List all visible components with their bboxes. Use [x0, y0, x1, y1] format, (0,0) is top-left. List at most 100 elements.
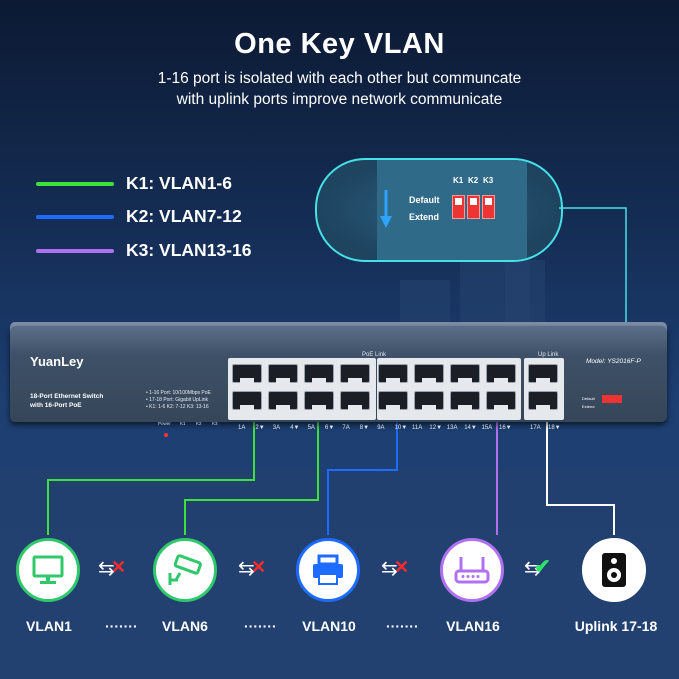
dip-switch-k3[interactable]: [482, 195, 495, 219]
ellipsis-separator: ·······: [386, 618, 419, 634]
vlan10-node: [296, 538, 360, 602]
port-number-label: 3A: [272, 425, 281, 431]
legend-line-blue: [36, 214, 114, 219]
power-led: [164, 433, 168, 437]
swap-arrows-icon: ⇆: [524, 558, 541, 580]
allowed-check-icon: ✔: [534, 556, 551, 578]
ethernet-port[interactable]: [340, 391, 370, 410]
vlan6-line: [184, 408, 319, 535]
ethernet-port[interactable]: [304, 364, 334, 383]
uplink-label: Up Link: [538, 352, 559, 358]
uplink-port[interactable]: [528, 364, 558, 383]
vlan1-line: [47, 408, 255, 535]
port-number-label: 4▼: [290, 425, 300, 431]
ethernet-port[interactable]: [414, 364, 444, 383]
router-icon: [454, 557, 490, 584]
port-number-label: 6▼: [325, 425, 335, 431]
page-subtitle: 1-16 port is isolated with each other bu…: [157, 70, 522, 108]
uplink-node: [582, 538, 646, 602]
arrow-down-icon: [380, 190, 392, 228]
port-number-label: 10▼: [394, 425, 408, 431]
ethernet-port[interactable]: [232, 391, 262, 410]
vlan6-node: [153, 538, 217, 602]
poe-link-label: PoE Link: [362, 352, 387, 358]
device-specs: • 1-16 Port: 10/100Mbps PoE • 17-18 Port…: [146, 390, 211, 410]
ellipsis-separator: ·······: [244, 618, 277, 634]
led-k2-label: K2: [196, 421, 202, 426]
blocked-x-icon: ✕: [111, 557, 127, 577]
dip-switch-k2[interactable]: [467, 195, 480, 219]
ethernet-port[interactable]: [232, 364, 262, 383]
vlan16-label: VLAN16: [446, 618, 500, 634]
ellipsis-separator: ·······: [105, 618, 138, 634]
dip-switch-zoom: Default Extend K1 K2 K3: [315, 158, 563, 262]
vlan10-line: [327, 408, 398, 535]
blocked-x-icon: ✕: [251, 557, 267, 577]
ethernet-port[interactable]: [268, 391, 298, 410]
port-number-label: 16▼: [499, 425, 512, 431]
device-name: 18-Port Ethernet Switch with 16-Port PoE: [30, 393, 104, 409]
led-k3-label: K3: [212, 421, 218, 426]
dip-key-k2: K2: [468, 176, 479, 185]
port-number-label: 2▼: [255, 425, 265, 431]
dip-extend-label: Extend: [409, 212, 440, 222]
ethernet-port[interactable]: [340, 364, 370, 383]
port-number-label: 18▼: [548, 425, 561, 431]
port-number-label: 12▼: [429, 425, 443, 431]
legend-line-purple: [36, 248, 114, 253]
device-dip-extend: Extend: [582, 404, 595, 409]
port-number-label: 13A: [446, 425, 458, 431]
dip-key-k1: K1: [453, 176, 464, 185]
dip-key-k3: K3: [483, 176, 494, 185]
vlan10-label: VLAN10: [302, 618, 356, 634]
swap-arrows-icon: ⇆: [238, 558, 255, 580]
ethernet-port[interactable]: [486, 364, 516, 383]
port-number-label: 1A: [238, 425, 246, 431]
swap-arrows-icon: ⇆: [381, 558, 398, 580]
port-number-label: 14▼: [464, 425, 477, 431]
ethernet-port[interactable]: [450, 364, 480, 383]
blocked-x-icon: ✕: [394, 557, 410, 577]
background-building: [505, 260, 545, 330]
printer-icon: [313, 554, 343, 585]
port-number-label: 8▼: [359, 425, 370, 431]
uplink-node-label: Uplink 17-18: [574, 618, 658, 634]
ethernet-port[interactable]: [304, 391, 334, 410]
vlan16-node: [440, 538, 504, 602]
device-dip-switch[interactable]: [602, 395, 622, 403]
ethernet-port[interactable]: [378, 391, 408, 410]
legend-line-green: [36, 181, 114, 186]
device-dip-default: Default: [582, 396, 595, 401]
monitor-icon: [32, 555, 64, 584]
dip-switch-k1[interactable]: [452, 195, 465, 219]
uplink-port[interactable]: [528, 391, 558, 410]
vlan1-label: VLAN1: [26, 618, 72, 634]
dip-default-label: Default: [409, 195, 440, 205]
port-number-label: 5A: [307, 425, 315, 431]
led-power-label: Power: [158, 421, 171, 426]
ethernet-port[interactable]: [486, 391, 516, 410]
model-number: Model: YS2016F-P: [586, 358, 641, 365]
ethernet-port[interactable]: [378, 364, 408, 383]
speaker-icon: [602, 553, 626, 587]
vlan1-node: [16, 538, 80, 602]
ethernet-port[interactable]: [414, 391, 444, 410]
legend-item-k3: K3: VLAN13-16: [36, 240, 251, 261]
brand-logo: YuanLey: [30, 354, 84, 369]
led-k1-label: K1: [180, 421, 186, 426]
legend-item-k1: K1: VLAN1-6: [36, 173, 232, 194]
port-number-label: 11A: [412, 425, 423, 431]
page-title: One Key VLAN: [234, 28, 445, 60]
background-building: [400, 280, 450, 330]
port-number-label: 15A: [481, 425, 493, 431]
ethernet-port[interactable]: [450, 391, 480, 410]
legend-item-k2: K2: VLAN7-12: [36, 206, 242, 227]
port-number-label: 7A: [342, 425, 350, 431]
port-number-label: 17A: [530, 425, 541, 431]
camera-icon: [168, 554, 202, 585]
port-number-label: 9A: [377, 425, 385, 431]
ethernet-port[interactable]: [268, 364, 298, 383]
uplink-line: [546, 408, 615, 535]
swap-arrows-icon: ⇆: [98, 558, 115, 580]
vlan6-label: VLAN6: [162, 618, 208, 634]
